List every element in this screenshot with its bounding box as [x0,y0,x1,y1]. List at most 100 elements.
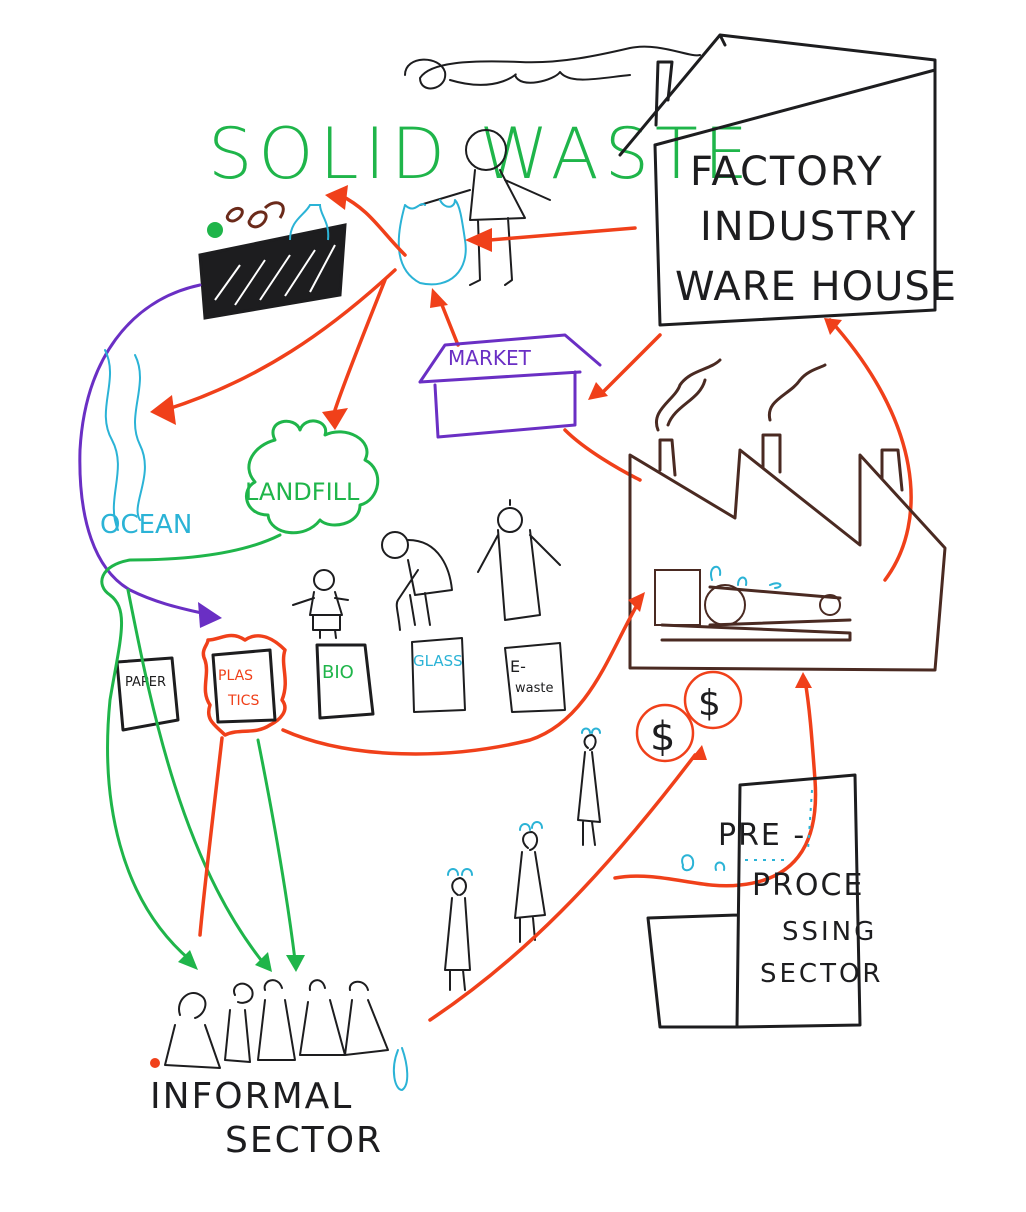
bin-plastics-label-2: TICS [227,693,259,709]
organic-waste-icon [225,201,285,229]
warehouse-label-line-1: FACTORY [690,149,884,195]
bin-paper: PAPER [115,656,180,732]
arrowhead-informal-3 [255,952,272,972]
person-icon-woman [477,499,561,621]
factory-icon [628,358,947,672]
conveyor-belt [660,585,852,642]
arrow-bin-to-plastics [78,283,212,617]
arrow-bag-to-ocean [163,268,397,412]
arrowhead-person [465,228,492,252]
bin-bio: BIO [315,643,375,720]
market-house [418,333,602,439]
bin-ewaste-label-2: waste [515,681,553,696]
pre-processing-line-4: SECTOR [760,959,884,989]
green-waste-icon [207,222,223,238]
smoke-scribble [404,45,701,90]
pre-processing-line-3: SSING [782,917,877,947]
bins-row: PAPER PLAS TICS BIO GLASS E- waste [115,633,566,737]
arrowhead-informal-2 [286,955,305,972]
arrow-warehouse-to-person [488,226,637,242]
arrow-plastics-to-factory [281,598,642,756]
arrowhead-landfill [322,408,348,430]
arrow-plastics-to-informal [198,736,224,937]
warehouse-label-line-2: INDUSTRY [700,204,917,250]
conveyor-machine [654,569,701,626]
bin-paper-label: PAPER [125,675,166,690]
arrowhead-ocean [150,395,176,425]
arrowhead-bin [325,185,348,210]
factory-chimneys [658,433,904,492]
coin-1-symbol: $ [650,714,675,760]
landfill-cloud [245,419,380,535]
landfill-node: LANDFILL [245,419,380,535]
bin-ewaste-label-1: E- [510,657,526,676]
warehouse-label-line-3: WARE HOUSE [675,264,957,310]
bin-plastics-label-1: PLAS [218,668,253,684]
bin-bio-label: BIO [322,662,354,683]
arrow-informal-to-money [428,753,697,1022]
pre-processing-node: PRE - PROCE SSING SECTOR [646,773,884,1029]
coin-2-symbol: $ [698,683,721,724]
bin-ewaste: E- waste [504,642,566,713]
arrow-ocean-green [126,588,267,967]
arrow-factory-to-market [563,428,642,482]
informal-label-line-2: SECTOR [225,1120,383,1161]
informal-label-line-1: INFORMAL [150,1076,353,1117]
factory-outline [628,448,947,672]
pre-processing-building [646,773,862,1029]
waste-pickers [444,727,601,991]
trash-bin-icon [198,201,347,320]
dotted-trail [745,789,813,861]
person-icon-child [292,569,349,639]
conveyor-wheel-large [704,584,746,626]
arrowhead-bag [430,288,448,308]
ocean-node: OCEAN [100,349,192,540]
ocean-label: OCEAN [100,510,192,540]
smoke-loops [449,71,631,86]
bin-glass-label: GLASS [413,652,463,670]
person-icon-row [150,979,409,1091]
informal-sector-node: INFORMAL SECTOR [150,979,409,1161]
arrow-plastics-green [256,738,297,962]
market-node: MARKET [418,333,602,439]
arrowhead-plastics [198,602,222,628]
trash-bin-hatch [214,244,336,306]
person-icon-picker-2 [514,831,546,943]
factory-warehouse-node: FACTORY INDUSTRY WARE HOUSE [618,33,957,327]
person-icon-elder [381,531,453,631]
coin-1 [635,703,695,763]
arrow-preprocessing-link [613,678,818,888]
blue-bottle-icon [392,1047,409,1091]
bin-glass-outline [411,637,466,713]
warehouse-chimney [654,60,674,127]
landfill-label: LANDFILL [245,478,360,506]
diagram-title: SOLID WASTE [208,113,754,195]
factory-smoke [654,358,827,432]
trash-bin-body [198,223,347,320]
bin-plastics-outline [211,648,277,724]
warehouse-walls [653,68,937,327]
arrowhead-factory-bottom [795,672,812,688]
bin-bio-outline [315,643,375,720]
arrow-landfill-to-informal [100,533,282,962]
ocean-waves [104,349,146,531]
conveyor-wheel-small [819,594,841,616]
bin-plastics-highlight [201,633,287,737]
person-body [419,169,551,286]
basket-items [447,727,601,876]
arrow-warehouse-to-market [598,333,662,397]
people-group [292,499,561,639]
market-label: MARKET [448,346,532,370]
pre-processing-line-1: PRE - [718,818,806,853]
arrow-bag-to-bin [338,193,407,257]
arrowhead-warehouse [824,318,842,335]
person-with-bag [397,129,551,286]
arrow-factory-to-warehouse [828,318,913,582]
red-bag-icon [150,1058,160,1068]
bin-paper-outline [115,656,180,732]
bin-plastics: PLAS TICS [201,633,287,737]
bottle-icon [289,204,330,241]
arrow-market-to-bag [438,298,460,347]
arrowhead-market [588,382,608,400]
